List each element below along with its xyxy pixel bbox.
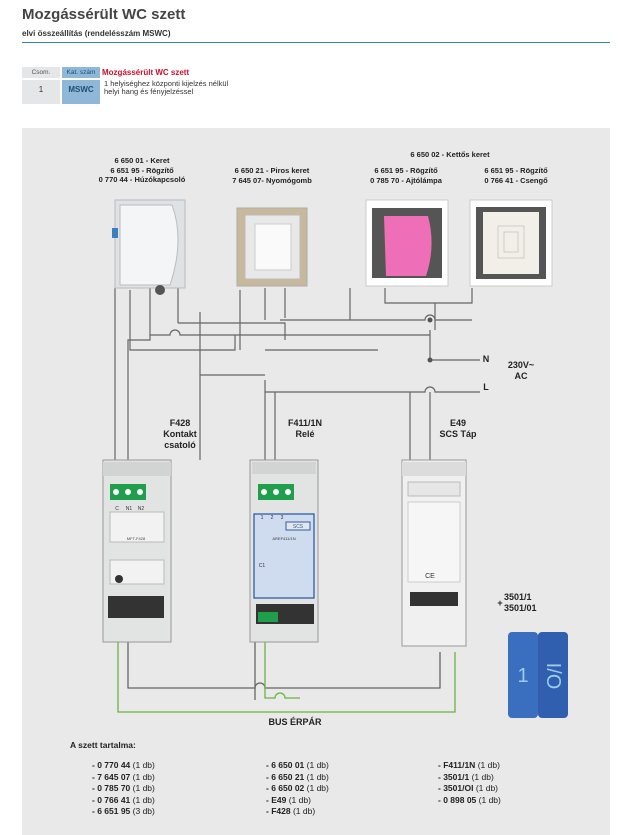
f411-brand: SCS — [293, 524, 304, 530]
e49-label: E49 SCS Táp — [428, 418, 488, 440]
key-label-1: 1 — [517, 665, 528, 687]
table-header-name: Mozgássérült WC szett — [102, 68, 190, 77]
bell-label: 6 651 95 - Rögzítő 0 766 41 - Csengő — [456, 166, 576, 185]
f411-term-2: 2 — [271, 515, 274, 521]
contents-item: - 0 898 05 (1 db) — [438, 794, 501, 805]
f411-module: SCS AREF411/1N 1 2 3 C1 — [249, 459, 319, 643]
bell-line1: 6 651 95 - Rögzítő — [484, 166, 548, 175]
bell-line2: 0 766 41 - Csengő — [484, 175, 548, 185]
keys-line1: 3501/1 — [504, 592, 532, 602]
contents-item: - 7 645 07 (1 db) — [92, 771, 155, 782]
f428-line2: Kontakt — [163, 429, 197, 439]
e49-line2: SCS Táp — [439, 429, 477, 439]
e49-ce-mark: CE — [425, 573, 435, 580]
contents-item: - 6 650 02 (1 db) — [266, 783, 329, 793]
f428-line3: csatoló — [164, 440, 196, 450]
contents-heading: A szett tartalma: — [70, 740, 136, 750]
f428-module: MFT-F428 C N1 N2 — [102, 459, 172, 643]
contents-col2: - 6 650 01 (1 db) - 6 650 21 (1 db) - 6 … — [266, 760, 329, 818]
contents-item: - 3501/1 (1 db) — [438, 771, 494, 782]
contents-col3: - F411/1N (1 db) - 3501/1 (1 db) - 3501/… — [438, 760, 501, 806]
door-lamp-label: 6 651 95 - Rögzítő 0 785 70 - Ajtólámpa — [346, 166, 466, 185]
f411-label: F411/1N Relé — [270, 418, 340, 440]
keys-plus: + — [497, 598, 503, 608]
f428-term-n1: N1 — [126, 506, 133, 512]
f411-term-c1: C1 — [259, 563, 266, 569]
contents-item: - 6 650 01 (1 db) — [266, 760, 329, 770]
contents-item: - 6 650 21 (1 db) — [266, 771, 329, 782]
f428-face-label: MFT-F428 — [127, 536, 146, 541]
f428-term-c: C — [115, 506, 119, 512]
door-lamp-line2: 0 785 70 - Ajtólámpa — [370, 175, 442, 185]
key-label-io: I/O — [542, 663, 564, 690]
f411-term-3: 3 — [281, 515, 284, 521]
pull-switch-label: 6 650 01 - Keret 6 651 95 - Rögzítő 0 77… — [72, 156, 212, 185]
contents-item: - 6 651 95 (3 db) — [92, 806, 155, 816]
table-cell-desc: 1 helyiséghez központi kijelzés nélkül h… — [104, 80, 364, 104]
keys-line2: 3501/01 — [504, 603, 537, 613]
f411-face-label: AREF411/1N — [272, 536, 295, 541]
keys-3501: 1 I/O — [508, 632, 568, 718]
table-desc-line1: 1 helyiséghez központi kijelzés nélkül — [104, 79, 229, 88]
voltage-line1: 230V~ — [507, 360, 535, 370]
double-frame-label: 6 650 02 - Kettős keret — [410, 150, 490, 159]
voltage-line2: AC — [514, 371, 528, 381]
push-button-line1: 6 650 21 - Piros keret — [234, 166, 310, 175]
pull-switch-line3: 0 770 44 - Húzókapcsoló — [98, 175, 186, 184]
push-button-line2: 7 645 07- Nyomógomb — [232, 175, 312, 185]
table-cell-qty: 1 — [22, 80, 60, 104]
bus-label: BUS ÉRPÁR — [268, 717, 322, 727]
table-cell-code: MSWC — [62, 80, 100, 104]
table-desc-line2: helyi hang és fényjelzéssel — [104, 87, 194, 96]
page-title: Mozgássérült WC szett — [22, 6, 186, 23]
neutral-label: N — [482, 354, 490, 364]
voltage-label: 230V~ AC — [498, 360, 544, 382]
bell-device — [469, 199, 553, 287]
e49-line1: E49 — [449, 418, 466, 428]
f411-line1: F411/1N — [287, 418, 323, 428]
pull-switch-line2: 6 651 95 - Rögzítő — [110, 165, 174, 175]
e49-module: CE — [401, 459, 467, 647]
push-button-label: 6 650 21 - Piros keret 7 645 07- Nyomógo… — [212, 166, 332, 185]
f411-term-1: 1 — [261, 515, 264, 521]
table-header-qty: Csom. — [22, 67, 60, 78]
bus-wires — [117, 640, 456, 713]
table-header-code: Kat. szám — [62, 67, 100, 78]
contents-item: - F428 (1 db) — [266, 806, 316, 816]
contents-item: - F411/1N (1 db) — [438, 760, 500, 770]
pull-switch-line1: 6 650 01 - Keret — [114, 156, 170, 165]
f428-line1: F428 — [169, 418, 191, 428]
f428-term-n2: N2 — [138, 506, 145, 512]
contents-col1: - 0 770 44 (1 db) - 7 645 07 (1 db) - 0 … — [92, 760, 155, 818]
wires — [114, 288, 480, 460]
page-subtitle: elvi összeállítás (rendelésszám MSWC) — [22, 29, 171, 38]
door-lamp-device — [365, 199, 449, 287]
f411-line2: Relé — [295, 429, 315, 439]
header-divider — [22, 42, 610, 43]
contents-item: - 3501/OI (1 db) — [438, 783, 499, 793]
f428-label: F428 Kontakt csatoló — [150, 418, 210, 451]
line-label: L — [483, 382, 489, 392]
door-lamp-line1: 6 651 95 - Rögzítő — [374, 166, 438, 175]
keys-label: 3501/1 3501/01 — [504, 592, 574, 614]
contents-item: - 0 785 70 (1 db) — [92, 783, 155, 793]
contents-item: - 0 766 41 (1 db) — [92, 794, 155, 805]
push-button-device — [236, 207, 308, 287]
contents-item: - E49 (1 db) — [266, 794, 311, 805]
contents-item: - 0 770 44 (1 db) — [92, 760, 155, 770]
pull-switch-device — [112, 199, 186, 295]
